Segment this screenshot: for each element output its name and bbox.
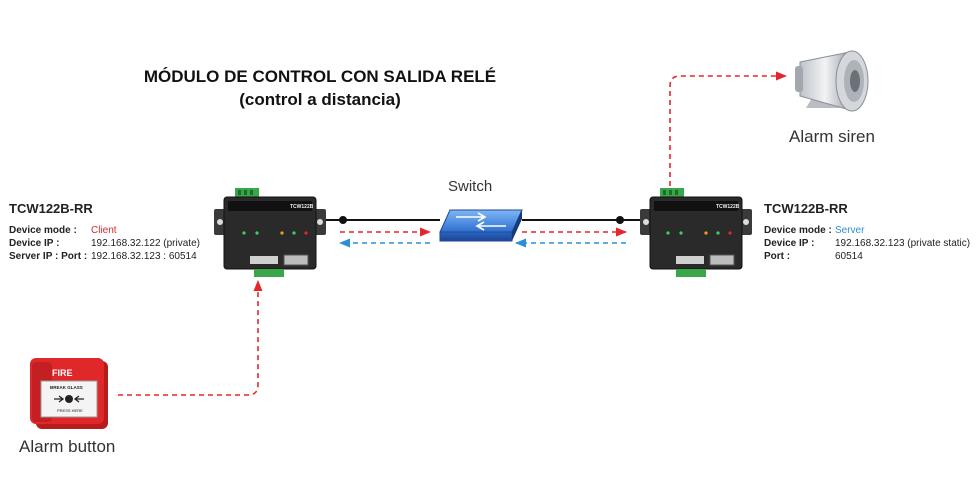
signal-arrow-alarm-button [118,279,263,396]
cable-node-right [616,216,624,224]
press-here-label: PRESS HERE [57,408,83,413]
device-left-mode-label: Device mode : [9,225,77,236]
device-right-mode-label: Device mode : [764,225,832,236]
alarm-siren-icon [795,50,869,112]
device-right-port-value: 60514 [835,251,863,262]
device-right-info: TCW122B-RR Device mode : Server Device I… [764,201,974,263]
device-left-ip-label: Device IP : [9,238,60,249]
signal-arrow-alarm-siren [669,71,788,186]
ethernet-cable-right [522,216,640,224]
device-left-info: TCW122B-RR Device mode : Client Device I… [9,201,219,263]
device-right-model-label: TCW122B [716,204,740,210]
device-left-server-value: 192.168.32.123 : 60514 [91,251,197,262]
ethernet-cable-left [325,216,440,224]
device-right-name: TCW122B-RR [764,201,848,216]
fire-alarm-button-icon: FIRE BREAK GLASS PRESS HERE [30,358,108,429]
alarm-button-caption: Alarm button [19,437,116,456]
cable-node-left [339,216,347,224]
device-left-name: TCW122B-RR [9,201,93,216]
device-left-icon: TCW122B [214,188,326,277]
device-left-ip-value: 192.168.32.122 (private) [91,238,200,249]
device-right-ip-value: 192.168.32.123 (private static) [835,238,971,249]
device-left-server-label: Server IP : Port : [9,251,88,262]
network-switch-icon [439,209,523,242]
device-right-mode-value: Server [835,225,865,236]
switch-label: Switch [448,178,493,195]
device-right-ip-label: Device IP : [764,238,815,249]
device-left-mode-value: Client [91,225,117,236]
fire-label: FIRE [52,368,73,378]
break-glass-label: BREAK GLASS [50,385,83,390]
device-left-model-label: TCW122B [290,204,314,210]
diagram-subtitle: (control a distancia) [239,90,401,109]
device-right-port-label: Port : [764,251,791,262]
alarm-siren-caption: Alarm siren [789,127,875,146]
device-right-icon: TCW122B [640,188,752,277]
diagram-title: MÓDULO DE CONTROL CON SALIDA RELÉ [143,67,497,86]
